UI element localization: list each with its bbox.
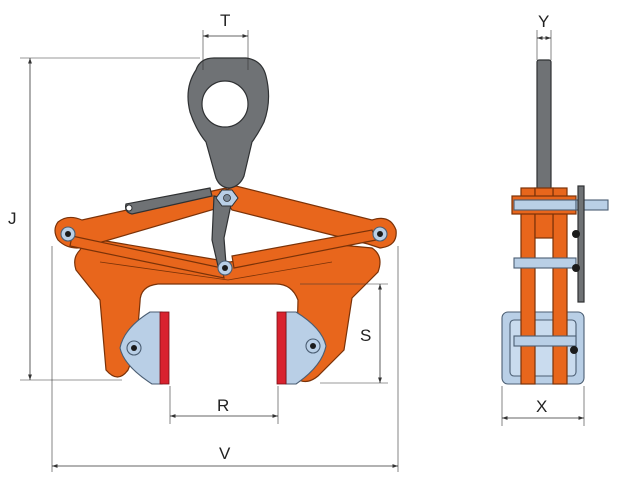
side-plate-left [520,187,536,385]
dimension-label-r: R [217,396,229,415]
front-view [54,57,397,385]
pin [217,260,233,276]
dimension-label-s: S [360,326,371,345]
upper-right-arm [219,185,397,249]
dimension-label-t: T [220,11,230,30]
lifting-eye-hole [201,80,249,128]
dimension-lines [20,30,585,472]
side-view [501,59,609,385]
pin [60,226,76,242]
side-shackle [536,59,552,201]
dimension-label-x: X [536,397,547,416]
dimension-label-j: J [8,209,17,228]
pin [305,338,321,354]
right-pad-lining [276,311,287,385]
dimension-label-y: Y [538,12,549,31]
side-lever [125,187,213,215]
side-bolt [575,199,609,211]
left-pad-lining [159,311,170,385]
left-link [69,235,225,279]
pin [126,340,142,356]
dimension-label-v: V [219,444,231,463]
side-plate-right [552,187,568,385]
pin [372,226,388,242]
